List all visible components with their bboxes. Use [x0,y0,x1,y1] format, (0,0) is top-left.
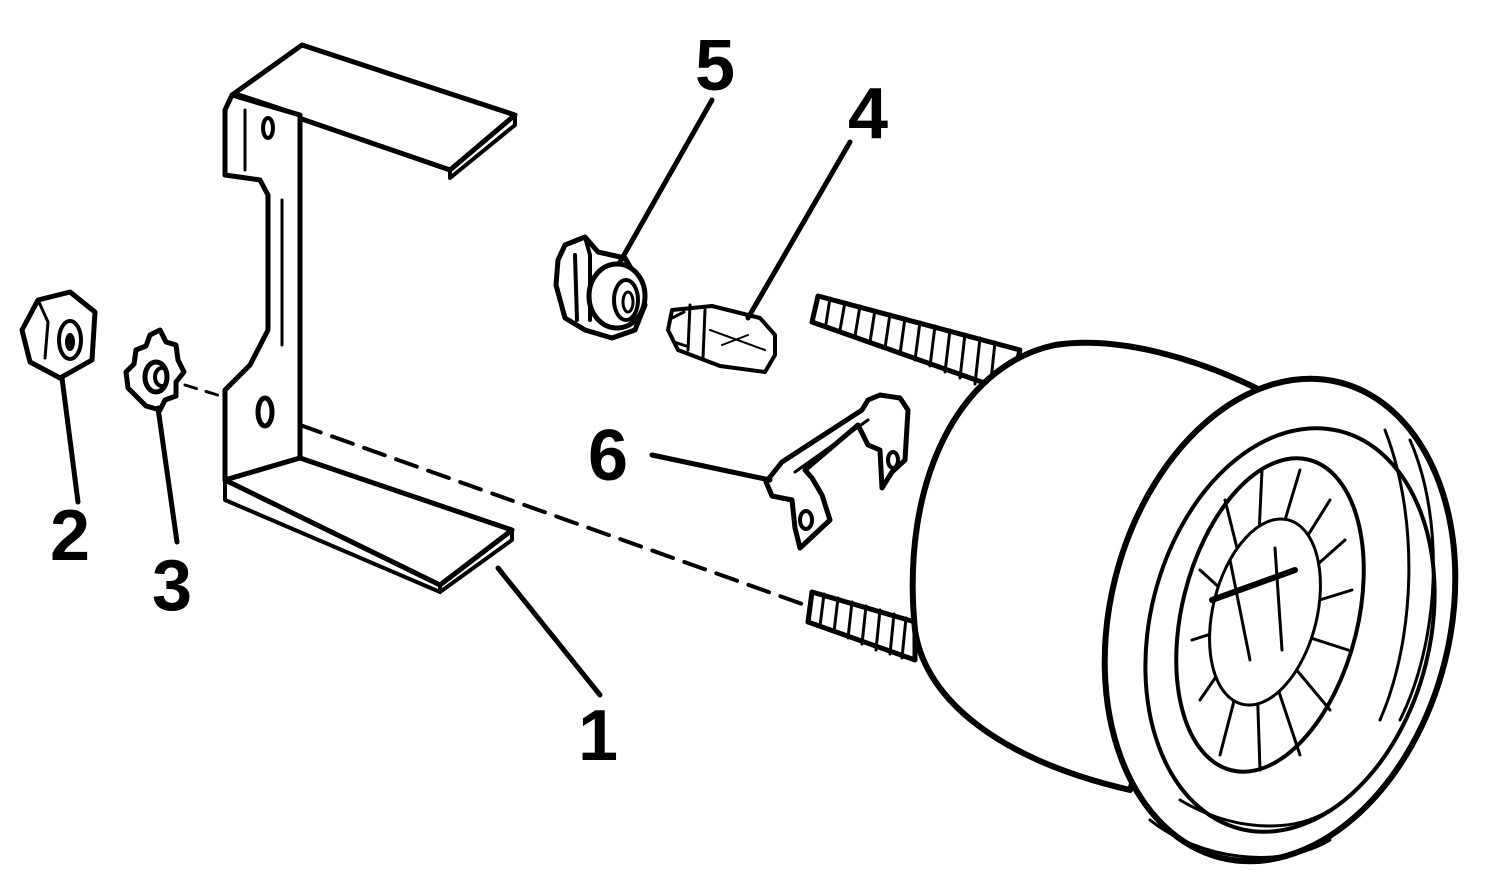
bulb-socket-part [553,234,648,341]
callout-number-3: 3 [152,546,192,626]
upper-threaded-stud [809,293,1023,395]
leader-4 [745,139,853,321]
leader-2 [59,375,81,505]
leader-1 [495,565,603,698]
hex-nut-part [19,289,98,381]
bracket-part [222,42,518,594]
clamp-part [763,392,911,551]
leader-3 [155,405,180,545]
callout-number-1: 1 [578,696,618,776]
bulb-part [666,303,777,374]
leader-lines [59,97,853,698]
lower-threaded-stud [805,589,918,663]
lock-washer-part [123,327,187,413]
leader-5 [617,97,715,265]
callout-number-5: 5 [695,26,735,106]
callout-number-4: 4 [848,74,888,154]
leader-6 [649,452,773,483]
callout-number-2: 2 [50,496,90,576]
callout-number-6: 6 [588,416,628,496]
gauge-assembly [805,293,1459,865]
